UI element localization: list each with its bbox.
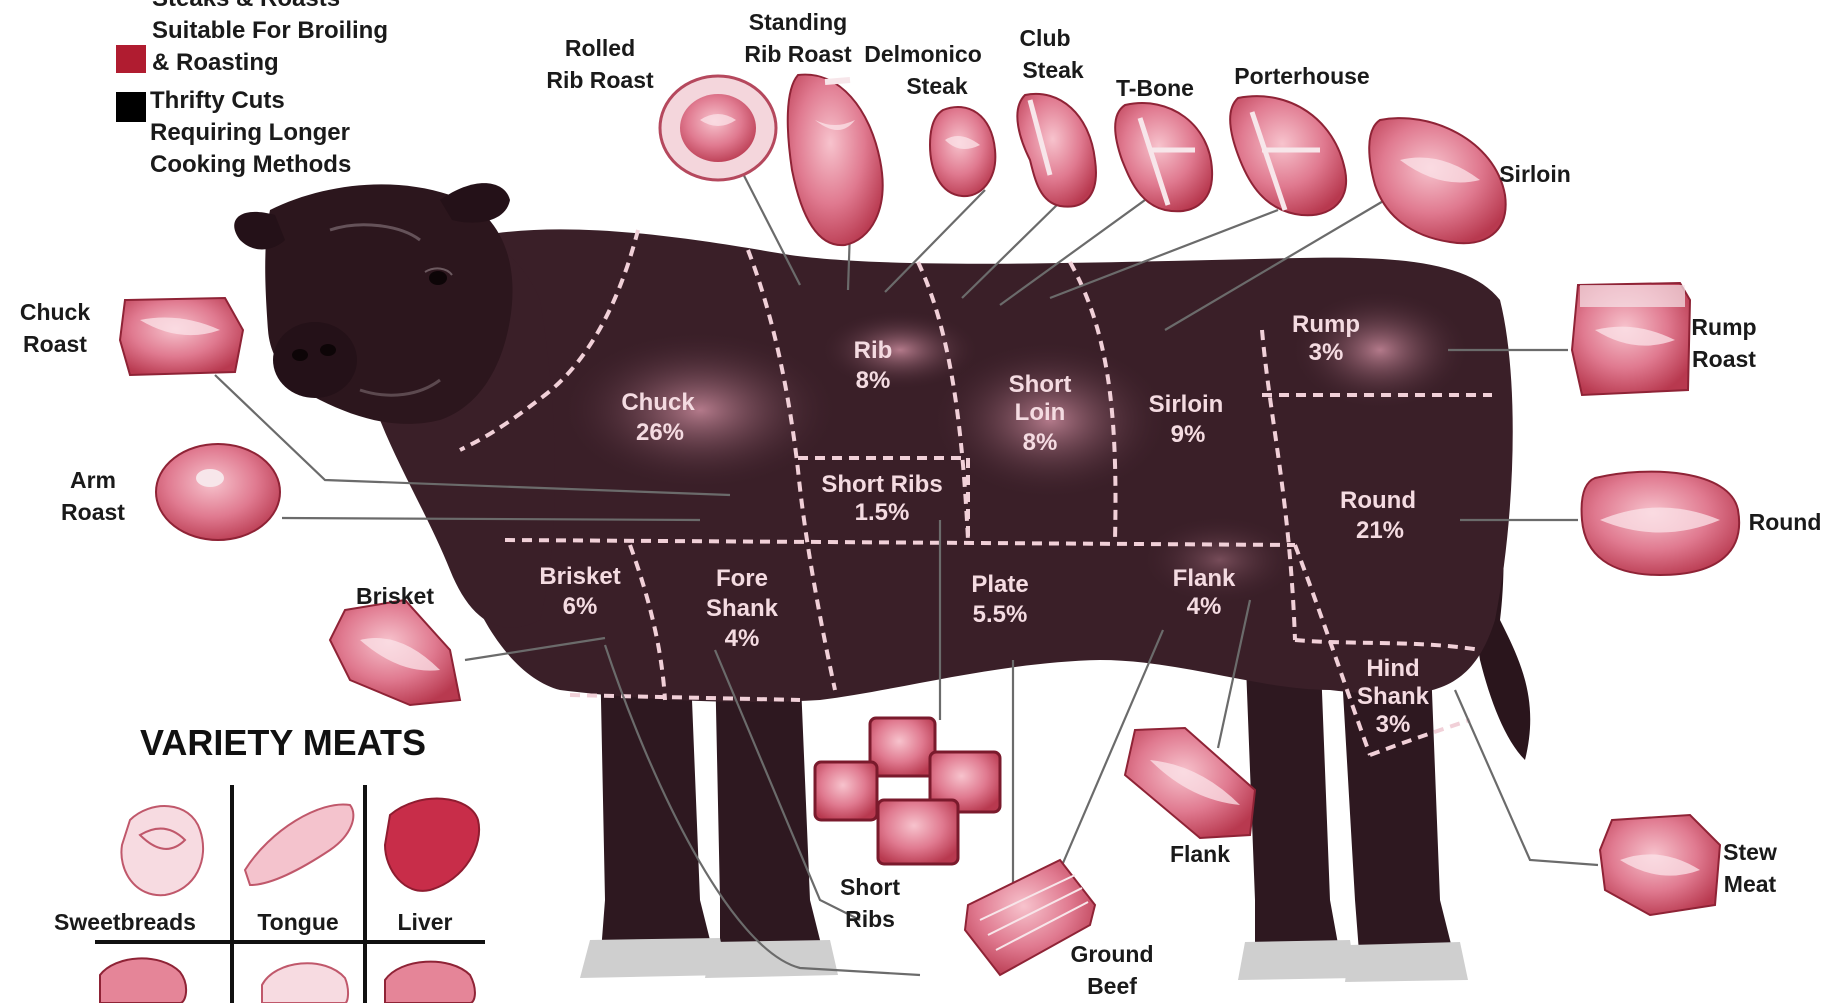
region-round-pct: 21%: [1356, 517, 1404, 544]
stew-meat-icon: [1600, 815, 1720, 915]
region-short-loin-name-2: Loin: [1015, 399, 1066, 426]
label-standing-rib-roast-1: Standing: [749, 9, 847, 35]
region-short-loin-pct: 8%: [1023, 429, 1058, 456]
region-chuck-pct: 26%: [636, 419, 684, 446]
region-short-ribs-name: Short Ribs: [821, 471, 942, 498]
label-rolled-rib-roast-2: Rib Roast: [546, 67, 654, 93]
brisket-icon: [330, 600, 460, 705]
delmonico-steak-icon: [930, 107, 995, 196]
thrifty-swatch-icon: [116, 92, 146, 122]
variety-item-bottom-1-icon: [100, 958, 186, 1003]
region-hind-shank-name-2: Shank: [1357, 683, 1430, 710]
standing-rib-roast-icon: [788, 75, 883, 246]
region-flank-name: Flank: [1173, 565, 1236, 592]
label-rolled-rib-roast-1: Rolled: [565, 35, 635, 61]
label-chuck-roast-2: Roast: [23, 331, 87, 357]
variety-label-sweetbreads: Sweetbreads: [54, 909, 196, 935]
region-sirloin-name: Sirloin: [1149, 391, 1224, 418]
label-delmonico-2: Steak: [906, 73, 968, 99]
label-arm-roast-2: Roast: [61, 499, 125, 525]
rump-roast-icon: [1572, 283, 1690, 395]
variety-meats-title: VARIETY MEATS: [140, 722, 426, 763]
label-arm-roast-1: Arm: [70, 467, 116, 493]
region-brisket-name: Brisket: [539, 563, 620, 590]
region-rib-pct: 8%: [856, 367, 891, 394]
flank-steak-icon: [1125, 728, 1255, 838]
label-ground-beef-2: Beef: [1087, 973, 1137, 999]
label-sirloin: Sirloin: [1499, 161, 1571, 187]
region-short-ribs-pct: 1.5%: [855, 499, 910, 526]
arm-roast-icon: [156, 444, 280, 540]
variety-meats-panel: VARIETY MEATS Sweetbreads Tongue Liver: [54, 722, 485, 1003]
region-plate-pct: 5.5%: [973, 601, 1028, 628]
label-standing-rib-roast-2: Rib Roast: [744, 41, 852, 67]
label-rump-roast-2: Roast: [1692, 346, 1756, 372]
variety-label-liver: Liver: [398, 909, 453, 935]
steak-swatch-icon: [116, 45, 146, 73]
region-flank-pct: 4%: [1187, 593, 1222, 620]
label-club-2: Steak: [1022, 57, 1084, 83]
label-ground-beef-1: Ground: [1070, 941, 1153, 967]
region-hind-shank-name-1: Hind: [1366, 655, 1419, 682]
label-rump-roast-1: Rump: [1691, 314, 1756, 340]
legend-text-roasting: & Roasting: [152, 49, 279, 76]
label-flank: Flank: [1170, 841, 1230, 867]
label-porterhouse: Porterhouse: [1234, 63, 1369, 89]
region-sirloin-pct: 9%: [1171, 421, 1206, 448]
region-hind-shank-pct: 3%: [1376, 711, 1411, 738]
region-rib-name: Rib: [854, 337, 893, 364]
region-brisket-pct: 6%: [563, 593, 598, 620]
rolled-rib-roast-icon: [660, 76, 776, 180]
region-round-name: Round: [1340, 487, 1416, 514]
label-short-ribs-2: Ribs: [845, 906, 895, 932]
label-tbone: T-Bone: [1116, 75, 1194, 101]
label-stew-meat-1: Stew: [1723, 839, 1777, 865]
label-round: Round: [1749, 509, 1822, 535]
label-chuck-roast-1: Chuck: [20, 299, 91, 325]
variety-item-bottom-3-icon: [385, 962, 475, 1003]
region-fore-shank-name-1: Fore: [716, 565, 768, 592]
variety-item-bottom-2-icon: [262, 963, 348, 1003]
legend-text-broiling: Suitable For Broiling: [152, 17, 388, 44]
tongue-icon: [245, 804, 353, 885]
legend-text-steaks-roasts: Steaks & Roasts: [152, 0, 340, 12]
region-fore-shank-pct: 4%: [725, 625, 760, 652]
label-delmonico-1: Delmonico: [864, 41, 982, 67]
variety-label-tongue: Tongue: [257, 909, 338, 935]
label-club-1: Club: [1019, 25, 1070, 51]
round-steak-icon: [1582, 472, 1740, 575]
region-chuck-name: Chuck: [621, 389, 695, 416]
sirloin-steak-icon: [1369, 118, 1505, 243]
label-stew-meat-2: Meat: [1724, 871, 1777, 897]
top-cut-images: [660, 75, 1506, 246]
region-short-loin-name-1: Short: [1009, 371, 1072, 398]
porterhouse-steak-icon: [1230, 96, 1346, 215]
region-rump-pct: 3%: [1309, 339, 1344, 366]
region-rump-name: Rump: [1292, 311, 1360, 338]
label-short-ribs-1: Short: [840, 874, 900, 900]
short-ribs-cubes-icon: [815, 718, 1000, 864]
legend-text-thrifty: Thrifty Cuts: [150, 87, 285, 114]
club-steak-icon: [1017, 94, 1096, 207]
legend-text-requiring: Requiring Longer: [150, 119, 350, 146]
legend-text-cooking: Cooking Methods: [150, 151, 351, 178]
tbone-steak-icon: [1115, 103, 1212, 211]
sweetbreads-icon: [121, 806, 203, 895]
liver-icon: [385, 799, 479, 891]
label-brisket: Brisket: [356, 583, 434, 609]
legend: Steaks & Roasts Suitable For Broiling & …: [116, 0, 388, 178]
chuck-roast-icon: [120, 298, 243, 375]
region-fore-shank-name-2: Shank: [706, 595, 779, 622]
region-plate-name: Plate: [971, 571, 1028, 598]
